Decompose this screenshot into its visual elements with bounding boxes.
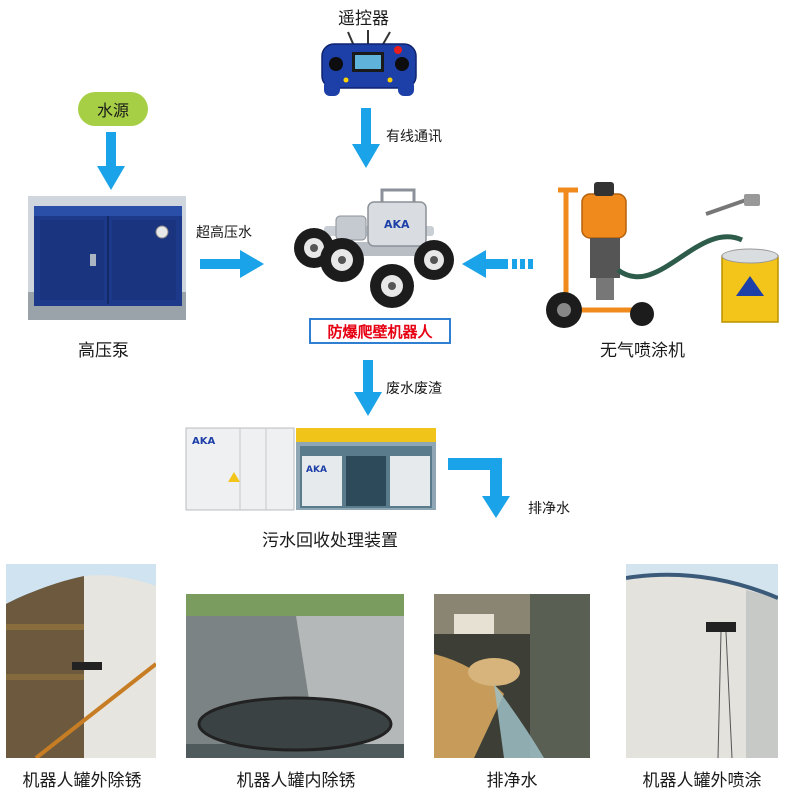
arrow-water-to-pump bbox=[97, 132, 125, 190]
treatment-label: 污水回收处理装置 bbox=[262, 531, 398, 551]
photo-external-spraying bbox=[626, 564, 778, 758]
photo-internal-rust-removal bbox=[186, 594, 404, 758]
remote-controller-image bbox=[321, 30, 417, 96]
wall-climbing-robot-image: AKA bbox=[294, 188, 454, 308]
container-aka-logo: AKA bbox=[306, 465, 327, 475]
high-pressure-pump-image bbox=[28, 196, 186, 320]
hp-water-label: 超高压水 bbox=[196, 225, 252, 241]
arrow-sprayer-to-robot bbox=[462, 250, 533, 278]
arrow-remote-to-robot bbox=[352, 108, 380, 168]
wired-comm-label: 有线通讯 bbox=[386, 129, 442, 145]
photo-external-rust-removal bbox=[6, 564, 156, 758]
robot-aka-logo: AKA bbox=[384, 218, 410, 231]
remote-label: 遥控器 bbox=[338, 9, 389, 29]
photo-clean-water-discharge bbox=[434, 594, 590, 758]
arrow-pump-to-robot bbox=[200, 250, 264, 278]
pump-label: 高压泵 bbox=[78, 341, 129, 361]
water-source-badge: 水源 bbox=[78, 92, 148, 126]
caption-clean-water-discharge: 排净水 bbox=[486, 771, 538, 791]
arrow-discharge bbox=[448, 458, 510, 518]
robot-label: 防爆爬壁机器人 bbox=[309, 318, 451, 344]
caption-external-spraying: 机器人罐外喷涂 bbox=[642, 771, 762, 791]
sprayer-label: 无气喷涂机 bbox=[600, 341, 685, 361]
caption-internal-rust-removal: 机器人罐内除锈 bbox=[236, 771, 356, 791]
treatment-aka-logo: AKA bbox=[192, 436, 215, 447]
waste-label: 废水废渣 bbox=[386, 381, 442, 397]
arrow-robot-to-treatment bbox=[354, 360, 382, 416]
wastewater-treatment-unit-image: AKA AKA bbox=[185, 427, 436, 511]
discharge-label: 排净水 bbox=[528, 501, 570, 517]
caption-external-rust-removal: 机器人罐外除锈 bbox=[22, 771, 142, 791]
airless-sprayer-image bbox=[546, 182, 779, 328]
